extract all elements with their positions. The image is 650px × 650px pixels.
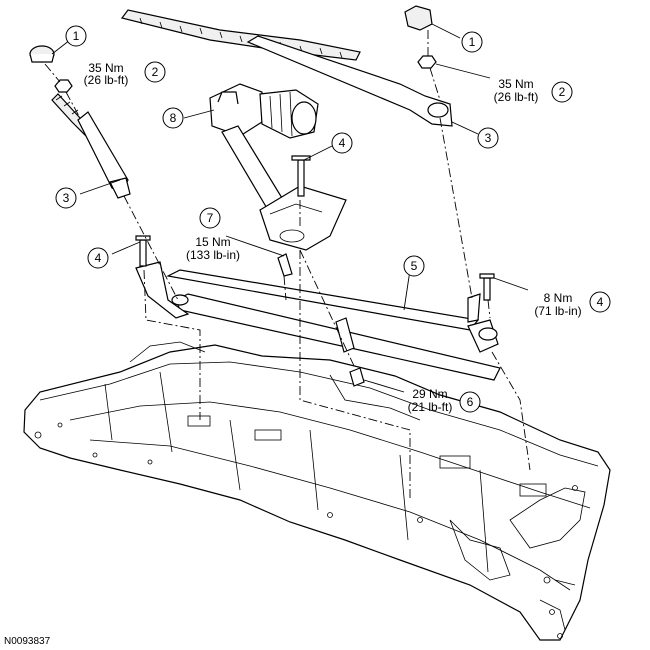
callout-number: 8 [170, 111, 177, 125]
motor-bracket [221, 125, 347, 251]
left-cap [29, 45, 55, 63]
callout-2-right-nut: 35 Nm (26 lb-ft) 2 [494, 77, 573, 104]
torque-metric: 29 Nm [412, 387, 447, 401]
left-wiper-arm-and-blade [51, 93, 131, 199]
right-nut [417, 55, 437, 69]
callout-number: 2 [152, 65, 159, 79]
torque-imperial: (26 lb-ft) [84, 73, 129, 87]
cowl-panel [23, 341, 611, 641]
callout-number: 4 [339, 136, 346, 150]
figure-id: N0093837 [4, 636, 51, 647]
torque-imperial: (26 lb-ft) [494, 90, 539, 104]
torque-imperial: (21 lb-ft) [408, 400, 453, 414]
callout-number: 3 [63, 191, 70, 205]
callout-7-motor-bolt: 7 15 Nm (133 lb-in) [186, 207, 240, 262]
callout-4-left-bolt: 4 [87, 247, 109, 269]
right-wiper-arm-and-blade [120, 9, 453, 127]
torque-imperial: (133 lb-in) [186, 248, 240, 262]
callout-8-wiper-motor: 8 [162, 107, 184, 129]
callout-3-right-arm: 3 [477, 127, 499, 149]
callout-4-bracket-bolt: 4 [331, 132, 353, 154]
wiper-motor [209, 83, 319, 139]
torque-imperial: (71 lb-in) [534, 304, 581, 318]
callout-number: 7 [207, 211, 214, 225]
torque-metric: 35 Nm [88, 61, 123, 75]
callout-number: 5 [411, 259, 418, 273]
right-cap [404, 5, 433, 31]
torque-metric: 35 Nm [498, 77, 533, 91]
callout-2-left-nut: 35 Nm (26 lb-ft) 2 [84, 61, 166, 87]
callout-number: 4 [597, 295, 604, 309]
callout-6-linkage-nut: 29 Nm (21 lb-ft) 6 [408, 387, 481, 414]
callout-number: 1 [469, 35, 476, 49]
torque-metric: 8 Nm [544, 291, 573, 305]
callout-3-left-arm: 3 [55, 187, 77, 209]
leader-lines [51, 23, 529, 393]
callout-number: 3 [485, 131, 492, 145]
torque-metric: 15 Nm [195, 235, 230, 249]
callout-number: 2 [559, 85, 566, 99]
alignment-lines [44, 30, 531, 500]
callout-number: 6 [467, 395, 474, 409]
left-nut [54, 79, 73, 93]
callout-1-right-cap: 1 [461, 31, 483, 53]
callout-4-right-bolt: 8 Nm (71 lb-in) 4 [534, 291, 611, 318]
callout-number: 1 [73, 29, 80, 43]
callout-5-linkage: 5 [403, 255, 425, 277]
callout-1-left-cap: 1 [65, 25, 87, 47]
callout-number: 4 [95, 251, 102, 265]
